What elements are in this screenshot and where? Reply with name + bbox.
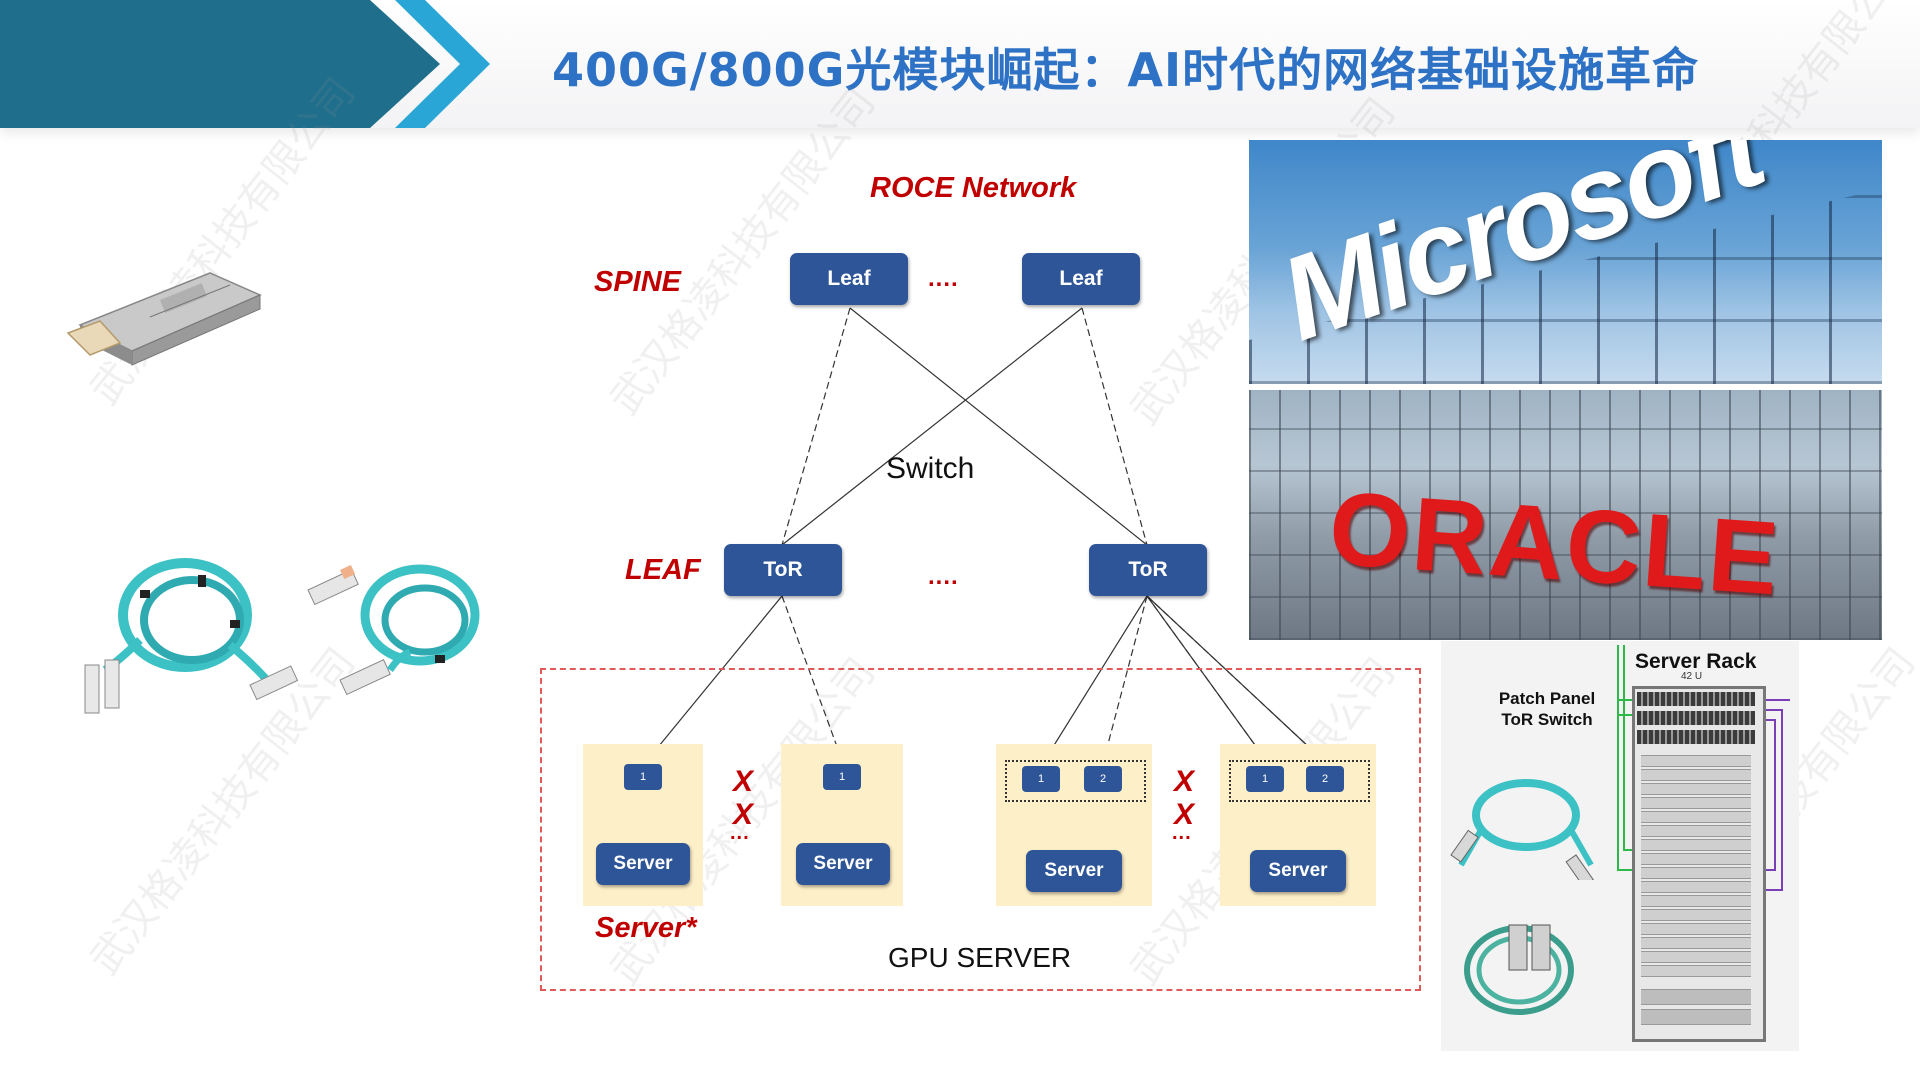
rack-server-unit <box>1641 989 1751 1005</box>
rack-server-unit <box>1641 923 1751 935</box>
rack-server-unit <box>1641 755 1751 767</box>
server-node-1[interactable]: Server <box>596 843 690 885</box>
rack-server-unit <box>1641 797 1751 809</box>
patch-panel-unit <box>1637 692 1755 706</box>
nic-4a: 1 <box>1246 766 1284 792</box>
tor-node-1[interactable]: ToR <box>724 544 842 596</box>
oracle-building-photo: ORACLE <box>1249 390 1882 640</box>
rack-server-unit <box>1641 867 1751 879</box>
rack-size: 42 U <box>1681 671 1703 682</box>
nic-group-3 <box>1005 760 1146 802</box>
rack-server-unit <box>1641 881 1751 893</box>
nic-2: 1 <box>823 764 861 790</box>
rack-server-unit <box>1641 895 1751 907</box>
x-mark: X <box>733 765 754 798</box>
leaf-layer-label: LEAF <box>625 554 701 586</box>
nic-1: 1 <box>624 764 662 790</box>
gpu-server-group <box>540 668 1421 991</box>
diagram-title: ROCE Network <box>870 172 1077 204</box>
leaf-ellipsis: .... <box>928 563 959 590</box>
spine-layer-label: SPINE <box>594 266 682 298</box>
spine-node-2[interactable]: Leaf <box>1022 253 1140 305</box>
nic-4b: 2 <box>1306 766 1344 792</box>
spine-ellipsis: .... <box>928 265 959 292</box>
server-node-4[interactable]: Server <box>1250 850 1346 892</box>
server-rack <box>1632 686 1766 1042</box>
rack-server-unit <box>1641 937 1751 949</box>
x-mark: X <box>1174 765 1195 798</box>
rack-server-unit <box>1641 811 1751 823</box>
tor-node-2[interactable]: ToR <box>1089 544 1207 596</box>
rack-server-unit <box>1641 909 1751 921</box>
rack-server-unit <box>1641 825 1751 837</box>
rack-server-unit <box>1641 965 1751 977</box>
aoc-cable-image-1 <box>84 558 299 714</box>
server-node-2[interactable]: Server <box>796 843 890 885</box>
server-node-3[interactable]: Server <box>1026 850 1122 892</box>
gpu-server-label: GPU SERVER <box>888 942 1072 973</box>
tor-switch-text: ToR Switch <box>1501 710 1593 729</box>
microsoft-building-photo: Microsoft <box>1249 140 1882 384</box>
nic-group-4 <box>1229 760 1370 802</box>
server-ellipsis: ... <box>730 822 750 844</box>
page-title: 400G/800G光模块崛起：AI时代的网络基础设施革命 <box>552 43 1700 97</box>
tor-switch-unit <box>1637 711 1755 725</box>
x-mark: X <box>1174 798 1195 831</box>
rack-server-unit <box>1641 769 1751 781</box>
rack-title: Server Rack <box>1635 650 1757 673</box>
glass-facade <box>1249 390 1882 640</box>
nic-3a: 1 <box>1022 766 1060 792</box>
server-ellipsis: ... <box>1172 822 1192 844</box>
spine-node-1[interactable]: Leaf <box>790 253 908 305</box>
x-mark: X <box>733 798 754 831</box>
patch-panel-text: Patch Panel <box>1498 689 1596 708</box>
rack-server-unit <box>1641 951 1751 963</box>
header-accent-block <box>0 0 440 128</box>
switch-label: Switch <box>886 452 975 485</box>
rack-cable-image-2 <box>1464 924 1574 1015</box>
patch-panel-label: Patch Panel ToR Switch <box>1482 688 1612 730</box>
server-layer-label: Server* <box>595 912 697 944</box>
rack-server-unit <box>1641 839 1751 851</box>
rack-server-unit <box>1641 853 1751 865</box>
tor-switch-unit <box>1637 730 1755 744</box>
rack-server-unit <box>1641 783 1751 795</box>
nic-3b: 2 <box>1084 766 1122 792</box>
qsfp-transceiver-image <box>66 272 262 366</box>
rack-cable-image-1 <box>1450 779 1594 880</box>
rack-server-unit <box>1641 1009 1751 1025</box>
aoc-cable-image-2 <box>307 564 480 696</box>
